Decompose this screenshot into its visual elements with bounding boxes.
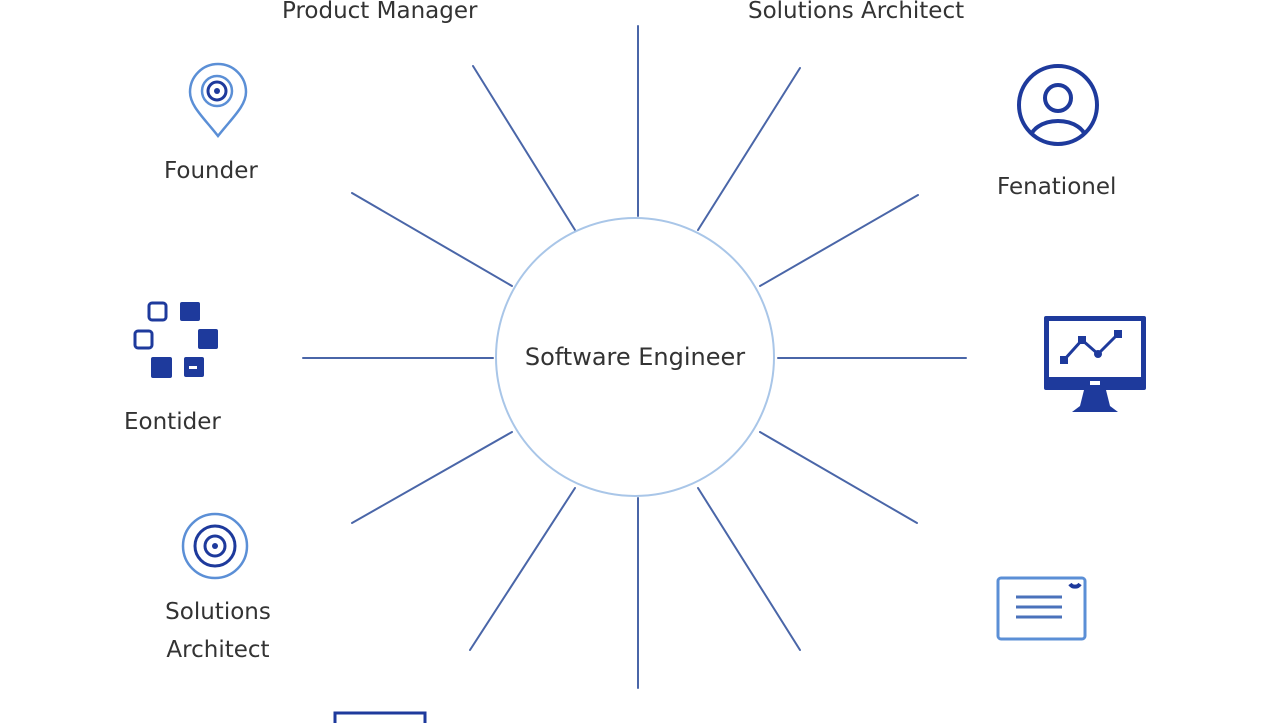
top-label-product-manager: Product Manager [282,0,478,24]
center-hub-label: Software Engineer [524,343,746,371]
node-label-solutions-architect: Solutions Architect [165,599,271,663]
squares-grid-icon [133,301,218,378]
document-card-icon [996,576,1087,641]
location-pin-icon [188,62,248,139]
target-icon [181,512,249,580]
user-profile-icon [1017,64,1099,146]
node-label-fenationel: Fenationel [997,174,1117,200]
node-label-eontider: Eontider [124,409,221,435]
top-label-solutions-architect: Solutions Architect [748,0,965,24]
center-hub: Software Engineer [495,217,775,497]
node-label-founder: Founder [164,158,258,184]
screen-icon [333,711,427,723]
monitor-chart-icon [1044,316,1146,412]
